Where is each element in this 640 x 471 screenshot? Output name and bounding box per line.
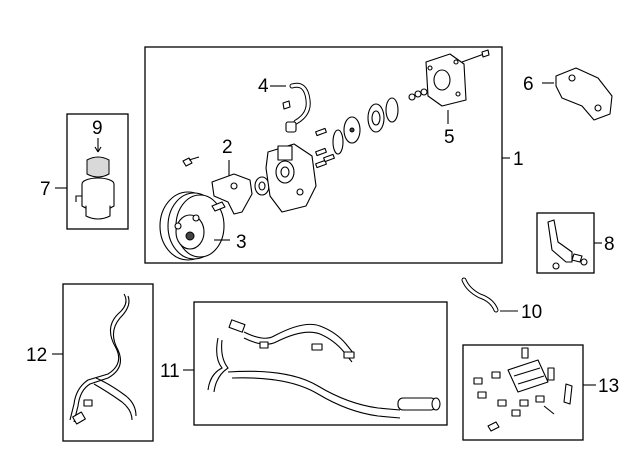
callout-11: 11 <box>160 361 180 382</box>
arrow-9 <box>94 146 102 153</box>
box-12-group <box>62 283 154 442</box>
callout-12: 12 <box>26 345 47 366</box>
callout-13: 13 <box>598 376 619 397</box>
reservoir-cap[interactable] <box>86 156 110 178</box>
reservoir-group: 9 <box>66 113 129 230</box>
rear-cover[interactable] <box>425 53 467 107</box>
callout-1: 1 <box>513 149 524 170</box>
small-o-rings[interactable] <box>408 88 428 101</box>
pump-pins[interactable] <box>315 127 335 169</box>
bracket-bolt[interactable] <box>182 156 200 167</box>
callout-4: 4 <box>258 76 269 97</box>
callout-9: 9 <box>92 118 103 139</box>
box-8-group <box>536 212 595 274</box>
callout-10: 10 <box>521 302 542 323</box>
hose-clamp-bracket[interactable] <box>547 219 588 270</box>
callout-3: 3 <box>236 232 247 253</box>
cooler-fasteners-13[interactable] <box>473 371 573 432</box>
pump-assembly-group <box>144 46 503 264</box>
mount-bracket-6[interactable] <box>555 67 613 121</box>
oil-cooler-13[interactable] <box>507 347 555 393</box>
long-bolt[interactable] <box>461 49 490 63</box>
box-13-group <box>462 344 584 441</box>
callout-8: 8 <box>604 234 615 255</box>
pressure-line-11[interactable] <box>207 319 441 419</box>
rotor[interactable] <box>367 103 385 133</box>
o-ring[interactable] <box>332 129 344 155</box>
return-hose-10[interactable] <box>461 277 499 313</box>
cam-ring[interactable] <box>385 97 399 123</box>
box-11-group <box>193 301 448 426</box>
pulley[interactable] <box>159 191 225 261</box>
callout-2: 2 <box>222 137 233 158</box>
pump-body[interactable] <box>254 143 317 213</box>
pressure-plate[interactable] <box>343 116 361 144</box>
pulley-bolt[interactable] <box>211 201 226 212</box>
callout-5: 5 <box>444 127 455 148</box>
mounting-bracket[interactable] <box>211 173 253 215</box>
inlet-pipe[interactable] <box>282 82 311 133</box>
reservoir-tank[interactable] <box>75 177 115 220</box>
pressure-hose-12[interactable] <box>69 293 137 425</box>
callout-7: 7 <box>40 179 51 200</box>
callout-6: 6 <box>523 74 534 95</box>
